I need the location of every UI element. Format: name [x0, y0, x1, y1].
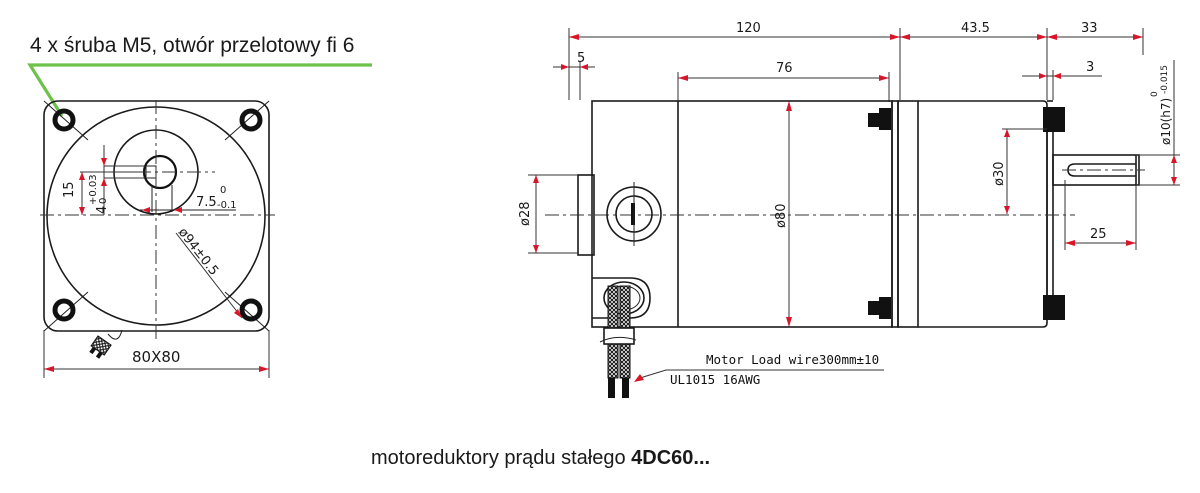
mounting-hole-icon [239, 108, 263, 132]
gearbox-body [918, 100, 1048, 328]
front-view: 15 4 +0.03 0 7.5 0 -0.1 ø94±0.5 [40, 100, 275, 378]
gearbox-bolt-icon [1043, 107, 1065, 132]
dim-shaft-diameter: ø10(h7) [1159, 98, 1173, 145]
caption-model: 4DC60... [631, 447, 711, 469]
dim-shaft-shoulder: 3 [1086, 60, 1094, 75]
dim-flat-width: 7.5 [196, 195, 217, 210]
callout-text: 4 x śruba M5, otwór przelotowy fi 6 [30, 34, 354, 57]
svg-text:-0.015: -0.015 [1160, 65, 1170, 94]
mounting-hole-icon [239, 298, 263, 322]
dim-gearbox-length: 43.5 [961, 21, 990, 36]
motor-body [591, 100, 893, 328]
dim-key-height: 4 [95, 206, 110, 214]
svg-text:0: 0 [98, 198, 109, 204]
dim-shaft-length: 33 [1081, 21, 1098, 36]
dim-pilot-diameter: ø30 [992, 162, 1007, 187]
caption: motoreduktory prądu stałego 4DC60... [371, 447, 710, 470]
wire-note-line1: Motor Load wire300mm±10 [706, 352, 879, 367]
svg-text:-0.1: -0.1 [217, 200, 237, 211]
svg-text:+0.03: +0.03 [88, 174, 99, 205]
wire-note-line2: UL1015 16AWG [670, 372, 760, 387]
dim-rear-diameter: ø28 [518, 202, 533, 227]
dim-body-diameter: ø80 [774, 204, 789, 229]
svg-text:0: 0 [1150, 91, 1160, 97]
dim-shaft-offset: 15 [62, 181, 77, 198]
gearbox-circle [46, 106, 266, 326]
svg-text:0: 0 [220, 185, 226, 196]
dim-rear-cap: 5 [577, 51, 585, 66]
screw-callout: 4 x śruba M5, otwór przelotowy fi 6 [27, 34, 372, 117]
callout-leader-line [27, 63, 372, 117]
dim-key-length: 25 [1090, 227, 1107, 242]
gearbox-bolt-icon [1043, 295, 1065, 320]
side-view: 120 43.5 33 5 76 3 [518, 21, 1180, 398]
mounting-hole-icon [52, 298, 76, 322]
dim-flange: 80X80 [132, 348, 180, 366]
dim-stator: 76 [776, 61, 793, 76]
dim-pcd: ø94±0.5 [175, 225, 221, 278]
dim-body-length: 120 [736, 21, 761, 36]
caption-prefix: motoreduktory prądu stałego [371, 447, 632, 469]
mounting-hole-icon [52, 108, 76, 132]
